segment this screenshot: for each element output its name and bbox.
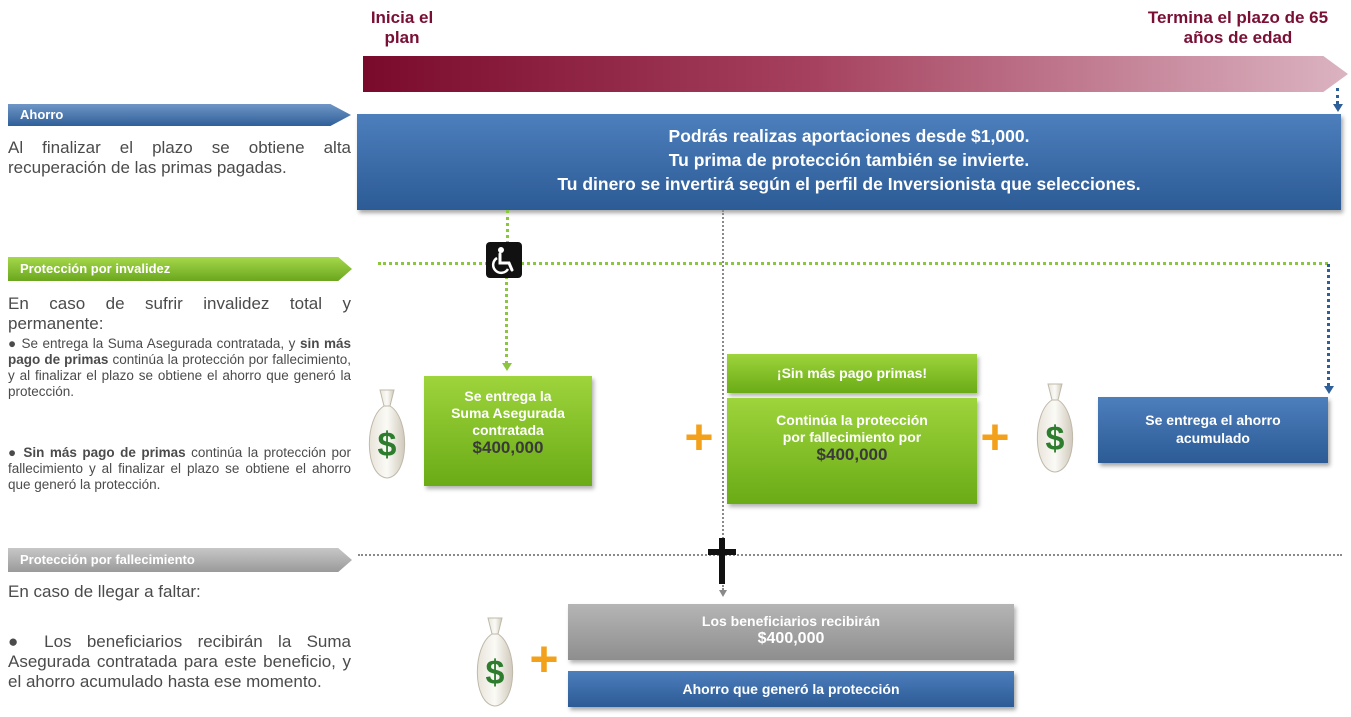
money-bag-icon: $ xyxy=(362,386,412,487)
connector-timeline-end xyxy=(1336,88,1339,104)
timeline-start-label: Inicia el plan xyxy=(370,8,434,47)
invalidez-intro: En caso de sufrir invalidez total y perm… xyxy=(8,294,351,333)
fallecimiento-intro: En caso de llegar a faltar: xyxy=(8,582,201,601)
plus-icon: + xyxy=(684,409,714,465)
continua-proteccion-amount: $400,000 xyxy=(816,445,888,464)
plus-icon: + xyxy=(980,409,1010,465)
fallecimiento-bullet: ● Los beneficiarios recibirán la Suma As… xyxy=(8,632,351,691)
connector-invalidez-right-down xyxy=(1327,264,1330,386)
tag-fallecimiento: Protección por fallecimiento xyxy=(8,548,352,572)
arrowhead-invalidez-left xyxy=(502,363,512,371)
beneficiarios-box: Los beneficiarios recibirán $400,000 xyxy=(568,604,1014,660)
invalidez-suma-amount: $400,000 xyxy=(472,438,544,457)
connector-fallecimiento-horizontal xyxy=(358,554,1342,556)
money-bag-icon: $ xyxy=(470,612,520,717)
invalidez-bullet-2: ● Sin más pago de primas continúa la pro… xyxy=(8,445,351,492)
ahorro-description: Al finalizar el plazo se obtiene alta re… xyxy=(8,138,351,177)
plus-icon: + xyxy=(529,631,559,687)
arrowhead-timeline-end xyxy=(1333,104,1343,112)
timeline-arrow xyxy=(363,56,1348,92)
arrowhead-center xyxy=(719,590,727,597)
svg-text:$: $ xyxy=(1046,420,1065,458)
invalidez-suma-box: Se entrega la Suma Asegurada contratada … xyxy=(424,376,592,486)
ahorro-box-line-1: Podrás realizas aportaciones desde $1,00… xyxy=(668,126,1030,146)
tag-invalidez: Protección por invalidez xyxy=(8,257,352,281)
beneficiarios-amount: $400,000 xyxy=(757,630,825,647)
connector-center-vertical xyxy=(722,210,724,590)
wheelchair-icon xyxy=(486,242,522,278)
timeline-end-label: Termina el plazo de 65 años de edad xyxy=(1147,8,1329,47)
connector-invalidez-horizontal xyxy=(378,262,1328,265)
bullet-icon: ● xyxy=(8,445,18,460)
connector-invalidez-left-down xyxy=(505,275,508,365)
invalidez-bullet-1: ● Se entrega la Suma Asegurada contratad… xyxy=(8,336,352,399)
ahorro-box-line-2: Tu prima de protección también se invier… xyxy=(668,150,1030,170)
tag-ahorro: Ahorro xyxy=(8,104,351,126)
money-bag-icon: $ xyxy=(1030,380,1080,481)
svg-text:$: $ xyxy=(378,426,397,464)
connector-ahorro-invalidez xyxy=(506,210,509,250)
bullet-icon: ● xyxy=(8,336,17,351)
ahorro-proteccion-box: Ahorro que generó la protección xyxy=(568,671,1014,707)
bullet-icon: ● xyxy=(8,632,29,651)
svg-text:$: $ xyxy=(486,654,505,692)
sin-pago-banner: ¡Sin más pago primas! xyxy=(727,354,977,393)
ahorro-box-line-3: Tu dinero se invertirá según el perfil d… xyxy=(557,174,1141,194)
arrowhead-invalidez-right xyxy=(1324,386,1334,394)
ahorro-box: Podrás realizas aportaciones desde $1,00… xyxy=(357,114,1341,210)
continua-proteccion-box: Continúa la protección por fallecimiento… xyxy=(727,398,977,504)
ahorro-acumulado-box: Se entrega el ahorro acumulado xyxy=(1098,397,1328,463)
cross-icon xyxy=(705,536,739,591)
